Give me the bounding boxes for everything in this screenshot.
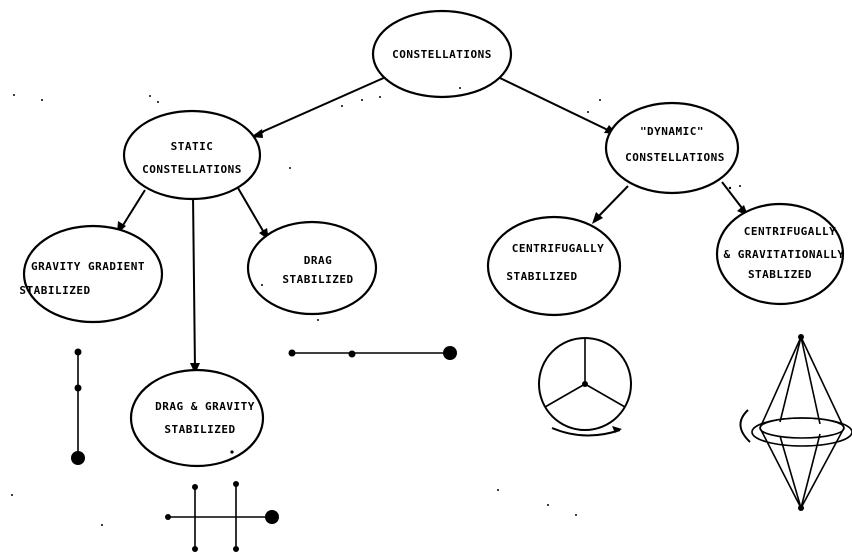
edge-dynamic-centrifugal-gravitational: [721, 181, 746, 213]
node-drag-gravity-stabilized: DRAG & GRAVITY STABILIZED: [129, 368, 265, 468]
node-drag-line-1: DRAG: [304, 254, 333, 267]
edge-static-drag-gravity: [192, 194, 196, 371]
node-gravity-gradient-line-2: STABILIZED: [19, 284, 90, 297]
node-static-line-1: STATIC: [171, 140, 214, 153]
centrifugal-illustration: [538, 337, 632, 437]
centrifugal-gravitational-illustration: [739, 334, 852, 511]
node-cg-line-2: & GRAVITATIONALLY: [723, 248, 844, 261]
edge-dynamic-centrifugal: [594, 185, 629, 221]
node-static-line-2: CONSTELLATIONS: [142, 163, 242, 176]
node-cg-line-1: CENTRIFUGALLY: [744, 225, 837, 238]
node-gravity-gradient-line-1: GRAVITY GRADIENT: [31, 260, 145, 273]
node-cg-line-3: STABLIZED: [748, 268, 812, 281]
node-centrifugally-gravitationally-stabilized: CENTRIFUGALLY & GRAVITATIONALLY STABLIZE…: [715, 202, 845, 306]
node-drag-line-2: STABILIZED: [282, 273, 353, 286]
node-static-constellations: STATIC CONSTELLATIONS: [122, 109, 262, 201]
node-drag-gravity-line-1: DRAG & GRAVITY: [155, 400, 255, 413]
node-centrifugal-line-2: STABILIZED: [506, 270, 577, 283]
node-centrifugally-stabilized: CENTRIFUGALLY STABILIZED: [486, 215, 622, 317]
node-drag-gravity-line-2: STABILIZED: [164, 423, 235, 436]
node-dynamic-line-2: CONSTELLATIONS: [625, 151, 725, 164]
node-drag-stabilized: DRAG STABILIZED: [246, 220, 378, 316]
edge-root-dynamic: [499, 77, 613, 133]
arrowhead-drag-gravity: [190, 363, 200, 374]
gravity-gradient-illustration: [71, 348, 85, 465]
node-dynamic-line-1: "DYNAMIC": [640, 125, 704, 138]
edge-root-static: [254, 75, 389, 136]
node-constellations: CONSTELLATIONS: [371, 9, 513, 99]
edge-static-gravity-gradient: [119, 189, 146, 231]
edge-static-drag: [237, 187, 267, 237]
node-dynamic-constellations: "DYNAMIC" CONSTELLATIONS: [604, 101, 740, 195]
node-centrifugal-line-1: CENTRIFUGALLY: [512, 242, 605, 255]
scan-noise: [11, 87, 741, 526]
drag-gravity-illustration: [165, 481, 279, 552]
node-gravity-gradient-stabilized: GRAVITY GRADIENT STABILIZED: [19, 224, 164, 324]
drag-illustration: [288, 346, 457, 360]
arrowhead-centrifugal: [592, 212, 603, 224]
node-constellations-label: CONSTELLATIONS: [392, 48, 492, 61]
